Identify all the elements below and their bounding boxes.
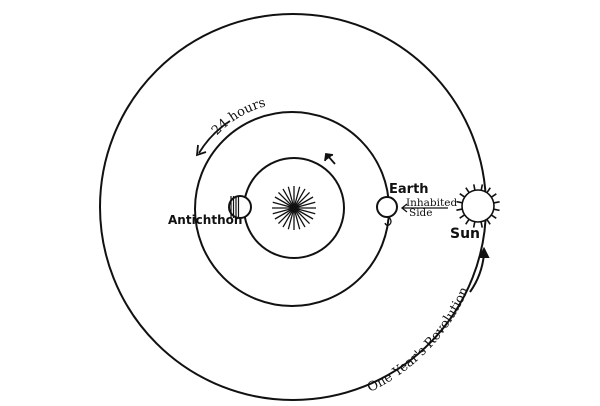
daily-arrow-icon xyxy=(195,120,231,157)
inhabited-label: Inhabited xyxy=(406,197,457,209)
earth-label: Earth xyxy=(389,182,429,197)
side-label: Side xyxy=(409,207,433,219)
earth-rotation-mark xyxy=(384,216,392,226)
antichthon-body xyxy=(228,195,252,219)
inner-rotation-arrow-icon xyxy=(324,152,336,165)
earth-body xyxy=(376,196,398,218)
central-fire-icon xyxy=(272,186,316,230)
sun-icon xyxy=(456,184,500,228)
inhabited-side-arrow-icon xyxy=(400,203,448,213)
sun-label: Sun xyxy=(450,226,480,242)
antichthon-label: Antichthon xyxy=(168,213,242,227)
yearly-arrow-icon xyxy=(469,246,490,293)
yearly-revolution-label: One Year's Revolution xyxy=(365,284,472,395)
